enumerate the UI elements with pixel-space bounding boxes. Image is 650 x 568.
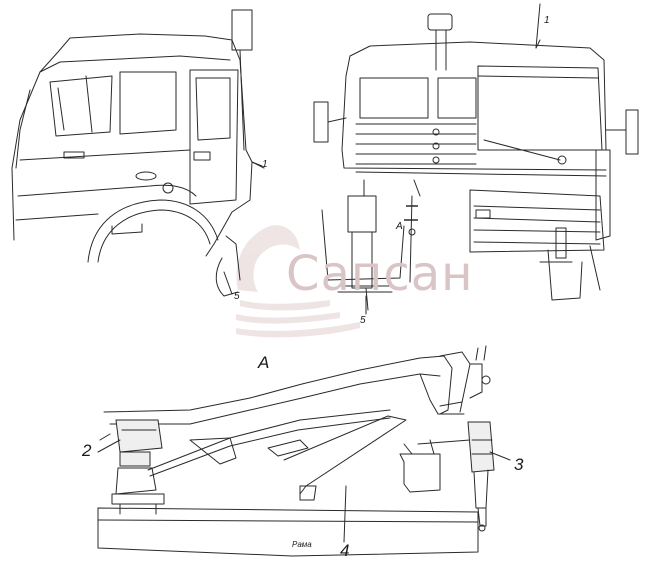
label-view-a-small: A [396,221,403,232]
label-side-5: 5 [234,291,240,302]
cab-front-view [313,3,639,311]
label-side-1: 1 [262,159,268,170]
detail-view-a [97,345,495,557]
label-front-1: 1 [544,15,550,26]
label-frame-note: Рама [292,540,312,549]
label-view-a: A [258,353,270,372]
cab-side-view [11,9,263,297]
label-front-5: 5 [360,315,366,326]
label-detail-2: 2 [82,441,92,460]
label-detail-3: 3 [514,455,524,474]
watermark-emblem [236,225,360,338]
watermark-text: Сапсан [286,246,474,302]
label-detail-4: 4 [340,541,350,560]
callout-leaders [97,39,541,543]
